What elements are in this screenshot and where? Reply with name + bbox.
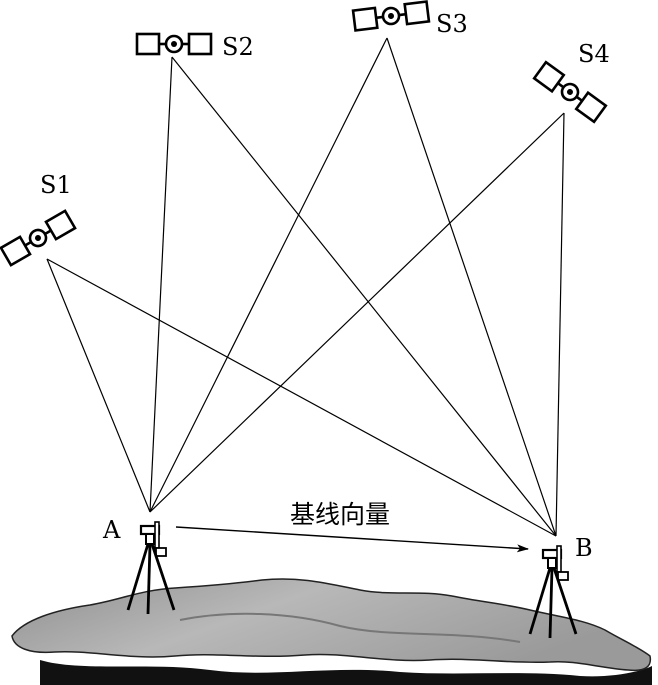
signal-ray-s2-b [171,56,557,537]
signal-ray-s4-a [149,112,565,513]
signal-rays [46,37,565,537]
signal-ray-s1-b [46,258,557,537]
satellite-s4-label: S4 [578,40,610,68]
terrain-shadow [40,660,652,685]
baseline-label: 基线向量 [290,500,390,529]
satellite-s3-icon [351,0,431,32]
signal-ray-s1-a [46,258,151,513]
satellite-s4-icon [532,60,608,124]
signal-ray-s4-b [555,112,565,537]
station-a-label: A [102,516,121,544]
terrain [11,578,652,685]
terrain-ridge [179,612,521,643]
station-b-label: B [575,534,593,562]
signal-ray-s2-a [149,56,173,513]
signal-ray-s3-b [386,37,557,537]
satellite-s1-label: S1 [40,171,72,199]
satellite-s3-label: S3 [436,10,468,38]
satellite-s1-icon [0,209,77,267]
signal-ray-s3-a [149,37,388,513]
satellite-s2-label: S2 [222,33,254,61]
baseline-vector-arrow [175,526,529,553]
satellite-s2-icon [135,32,213,56]
